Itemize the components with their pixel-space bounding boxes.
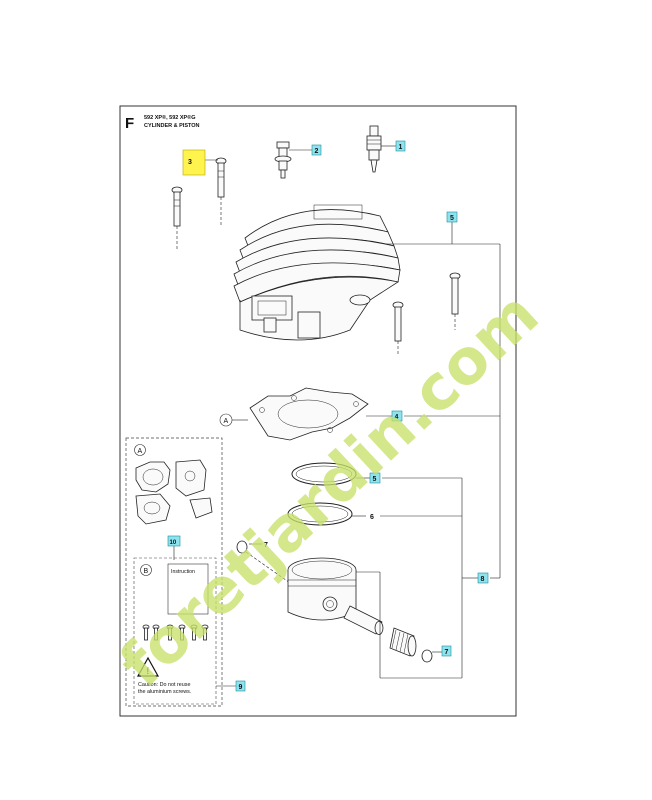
svg-text:5: 5: [450, 215, 454, 222]
callout-1: 1: [395, 140, 406, 152]
callout-6: 6: [370, 514, 374, 521]
instruction-sheet: [167, 563, 209, 615]
instruction-label: Instruction: [171, 569, 195, 575]
kit-a-gaskets: [135, 459, 213, 525]
cylinder-screw-right: [215, 157, 227, 198]
spark-plug-part: [366, 125, 382, 173]
callout-9: 9: [235, 680, 246, 692]
diagram-title: CYLINDER & PISTON: [144, 123, 200, 129]
callout-3: 3: [182, 149, 206, 176]
svg-text:10: 10: [170, 540, 177, 546]
model-line: 592 XP®, 592 XP®G: [144, 114, 196, 121]
decompression-valve-part: [274, 141, 292, 179]
svg-text:4: 4: [395, 414, 399, 421]
svg-text:9: 9: [239, 684, 243, 691]
svg-text:A: A: [138, 448, 143, 455]
callout-8: 8: [477, 572, 489, 584]
svg-text:!: !: [146, 666, 149, 676]
callout-5-cylinder: 5: [446, 211, 458, 223]
kit-b-screws: [142, 624, 209, 641]
kit-b-label: B: [140, 564, 152, 576]
piston-ring-upper: [291, 462, 357, 486]
svg-text:1: 1: [399, 144, 403, 151]
caution-text-line1: Caution: Do not reuse: [138, 682, 190, 688]
piston-pin: [343, 605, 384, 635]
callout-4: 4: [391, 410, 403, 422]
piston-part: [287, 557, 357, 621]
svg-text:8: 8: [481, 576, 485, 583]
svg-text:5: 5: [373, 476, 377, 483]
svg-text:3: 3: [188, 159, 192, 166]
cylinder-part: [233, 204, 401, 341]
piston-pin-circlip-upper: [236, 540, 248, 554]
callout-5-ring: 5: [369, 472, 381, 484]
callout-10: 10: [167, 535, 181, 547]
section-letter: F: [125, 115, 134, 132]
svg-text:7: 7: [445, 649, 449, 656]
cylinder-base-gasket: [249, 387, 369, 441]
piston-pin-circlip-lower: [421, 649, 433, 663]
needle-bearing: [389, 627, 417, 657]
kit-a-label: A: [134, 444, 146, 456]
svg-text:A: A: [224, 418, 229, 425]
caution-icon: !: [136, 656, 160, 677]
callout-7-lower: 7: [441, 645, 452, 657]
piston-ring-lower: [287, 502, 353, 526]
svg-text:2: 2: [315, 148, 319, 155]
gasket-kit-box: [125, 437, 223, 707]
kit-ref-a: A: [219, 413, 233, 427]
callout-7-upper: 7: [264, 542, 268, 549]
kit-b-box: [133, 557, 217, 705]
caution-text-line2: the aluminium screws.: [138, 689, 191, 695]
svg-text:B: B: [144, 568, 149, 575]
callout-2: 2: [311, 144, 322, 156]
